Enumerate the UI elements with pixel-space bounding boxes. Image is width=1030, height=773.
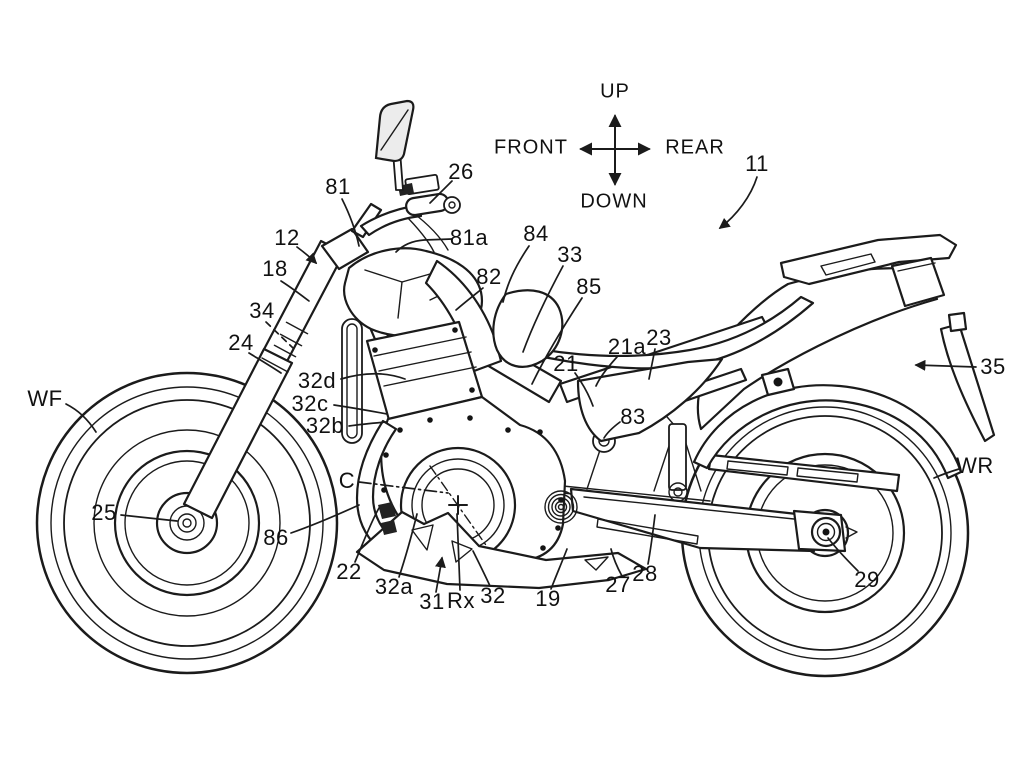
tail-section (696, 233, 968, 431)
handlebar-assembly (320, 99, 461, 271)
rear-shock (653, 423, 702, 502)
leader-lines (65, 176, 977, 593)
seat-bodywork (459, 295, 815, 443)
exhaust-belly-pan (355, 419, 648, 590)
front-wheel (35, 371, 339, 675)
orientation-compass (579, 114, 651, 186)
engine (341, 247, 578, 564)
mirror (374, 99, 415, 191)
